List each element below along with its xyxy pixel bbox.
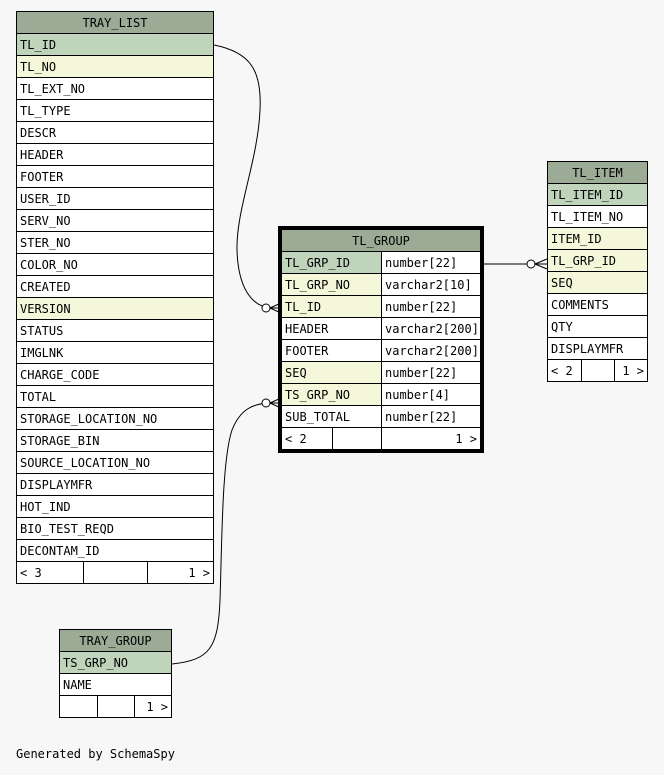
- table-tl-item[interactable]: TL_ITEM TL_ITEM_ID TL_ITEM_NO ITEM_ID TL…: [547, 161, 648, 382]
- column-decontam-id[interactable]: DECONTAM_ID: [16, 539, 214, 562]
- footer-spacer: [581, 359, 615, 382]
- column-seq[interactable]: SEQ: [281, 361, 382, 384]
- column-created[interactable]: CREATED: [16, 275, 214, 298]
- table-tray-list[interactable]: TRAY_LIST TL_ID TL_NO TL_EXT_NO TL_TYPE …: [16, 11, 214, 584]
- column-ts-grp-no[interactable]: TS_GRP_NO: [281, 383, 382, 406]
- zero-cardinality-marker: [261, 303, 271, 313]
- column-type: number[22]: [381, 405, 481, 428]
- column-ster-no[interactable]: STER_NO: [16, 231, 214, 254]
- column-qty[interactable]: QTY: [547, 315, 648, 338]
- column-type: number[22]: [381, 251, 481, 274]
- column-tl-grp-id[interactable]: TL_GRP_ID: [281, 251, 382, 274]
- column-tl-grp-no[interactable]: TL_GRP_NO: [281, 273, 382, 296]
- many-crowfoot-marker: [534, 258, 548, 270]
- children-count[interactable]: 1 >: [381, 427, 481, 450]
- footer-spacer: [332, 427, 382, 450]
- column-tl-id[interactable]: TL_ID: [281, 295, 382, 318]
- column-item-id[interactable]: ITEM_ID: [547, 227, 648, 250]
- column-comments[interactable]: COMMENTS: [547, 293, 648, 316]
- column-tl-no[interactable]: TL_NO: [16, 55, 214, 78]
- column-user-id[interactable]: USER_ID: [16, 187, 214, 210]
- zero-cardinality-marker: [261, 398, 271, 408]
- column-header[interactable]: HEADER: [16, 143, 214, 166]
- column-tl-ext-no[interactable]: TL_EXT_NO: [16, 77, 214, 100]
- relationship-tray-list-tl-group: [213, 44, 273, 309]
- column-storage-bin[interactable]: STORAGE_BIN: [16, 429, 214, 452]
- many-crowfoot-marker: [269, 302, 282, 314]
- column-bio-test-reqd[interactable]: BIO_TEST_REQD: [16, 517, 214, 540]
- column-displaymfr[interactable]: DISPLAYMFR: [547, 337, 648, 360]
- footer-spacer: [97, 695, 135, 718]
- column-type: varchar2[200]: [381, 339, 481, 362]
- column-tl-item-no[interactable]: TL_ITEM_NO: [547, 205, 648, 228]
- column-displaymfr[interactable]: DISPLAYMFR: [16, 473, 214, 496]
- generated-by-footer: Generated by SchemaSpy: [16, 747, 175, 761]
- footer-spacer: [59, 695, 98, 718]
- column-tl-item-id[interactable]: TL_ITEM_ID: [547, 183, 648, 206]
- parents-count[interactable]: < 2: [547, 359, 582, 382]
- table-title[interactable]: TL_GROUP: [281, 229, 481, 252]
- column-version[interactable]: VERSION: [16, 297, 214, 320]
- column-descr[interactable]: DESCR: [16, 121, 214, 144]
- column-status[interactable]: STATUS: [16, 319, 214, 342]
- parents-count[interactable]: < 2: [280, 427, 334, 450]
- column-hot-ind[interactable]: HOT_IND: [16, 495, 214, 518]
- parents-count[interactable]: < 3: [16, 561, 84, 584]
- column-tl-id[interactable]: TL_ID: [16, 33, 214, 56]
- column-serv-no[interactable]: SERV_NO: [16, 209, 214, 232]
- zero-cardinality-marker: [526, 259, 536, 269]
- column-footer[interactable]: FOOTER: [281, 339, 382, 362]
- children-count[interactable]: 1 >: [134, 695, 172, 718]
- column-name[interactable]: NAME: [59, 673, 172, 696]
- column-ts-grp-no[interactable]: TS_GRP_NO: [59, 651, 172, 674]
- table-title[interactable]: TRAY_GROUP: [59, 629, 172, 652]
- column-type: varchar2[200]: [381, 317, 481, 340]
- column-imglnk[interactable]: IMGLNK: [16, 341, 214, 364]
- column-total[interactable]: TOTAL: [16, 385, 214, 408]
- table-title[interactable]: TL_ITEM: [547, 161, 648, 184]
- column-type: number[22]: [381, 295, 481, 318]
- children-count[interactable]: 1 >: [614, 359, 648, 382]
- column-header[interactable]: HEADER: [281, 317, 382, 340]
- column-charge-code[interactable]: CHARGE_CODE: [16, 363, 214, 386]
- table-tray-group[interactable]: TRAY_GROUP TS_GRP_NO NAME 1 >: [59, 629, 172, 718]
- column-source-location-no[interactable]: SOURCE_LOCATION_NO: [16, 451, 214, 474]
- footer-spacer: [83, 561, 148, 584]
- relationship-tray-group-tl-group: [171, 402, 273, 665]
- column-type: number[4]: [381, 383, 481, 406]
- column-sub-total[interactable]: SUB_TOTAL: [281, 405, 382, 428]
- children-count[interactable]: 1 >: [147, 561, 214, 584]
- column-tl-type[interactable]: TL_TYPE: [16, 99, 214, 122]
- column-tl-grp-id[interactable]: TL_GRP_ID: [547, 249, 648, 272]
- table-title[interactable]: TRAY_LIST: [16, 11, 214, 34]
- column-type: varchar2[10]: [381, 273, 481, 296]
- column-storage-location-no[interactable]: STORAGE_LOCATION_NO: [16, 407, 214, 430]
- many-crowfoot-marker: [269, 397, 282, 409]
- column-footer[interactable]: FOOTER: [16, 165, 214, 188]
- column-type: number[22]: [381, 361, 481, 384]
- column-color-no[interactable]: COLOR_NO: [16, 253, 214, 276]
- column-seq[interactable]: SEQ: [547, 271, 648, 294]
